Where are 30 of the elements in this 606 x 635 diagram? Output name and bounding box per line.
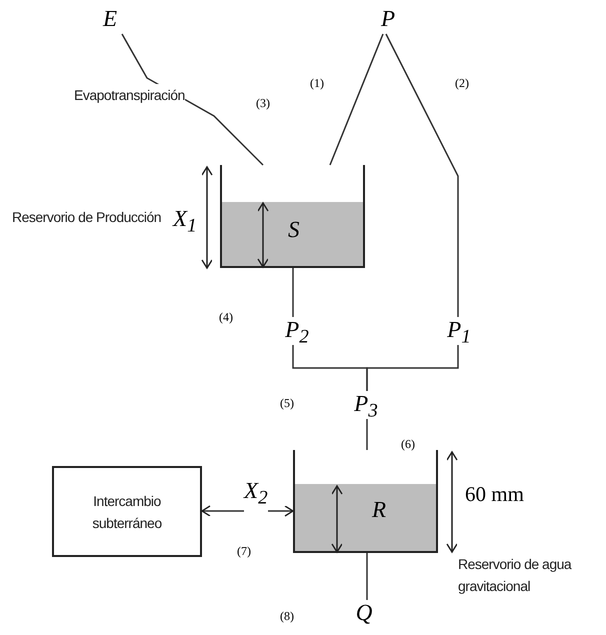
edge-label: Evapotranspiración	[74, 84, 185, 106]
callout-number: (7)	[237, 544, 251, 558]
callout-number: (6)	[401, 437, 415, 451]
reservoir-tank	[293, 450, 438, 553]
variable-symbol: P$_{3}$	[350, 391, 382, 419]
variable-symbol: P	[376, 6, 400, 34]
storage-symbol: S	[288, 217, 300, 243]
connector-line	[292, 268, 294, 317]
callout-number: (4)	[219, 310, 233, 324]
variable-symbol: E	[98, 6, 122, 34]
connector-line	[366, 345, 459, 391]
connector-line	[366, 419, 368, 450]
connector-line	[385, 34, 459, 317]
callout-number: (2)	[455, 76, 469, 90]
storage-symbol: R	[372, 497, 386, 523]
reservoir-caption: Reservorio de agua gravitacional	[458, 555, 573, 596]
callout-number: (3)	[256, 96, 270, 110]
variable-symbol: P$_{2}$	[282, 317, 312, 345]
variable-symbol: Q	[352, 600, 376, 628]
reservoir-tank	[220, 165, 365, 268]
connector-line	[329, 34, 384, 166]
dimension-label: 60 mm	[465, 482, 524, 506]
callout-number: (8)	[280, 609, 294, 623]
callout-number: (1)	[310, 76, 324, 90]
variable-symbol: P$_{1}$	[444, 317, 474, 345]
process-box: Intercambio subterráneo	[52, 466, 202, 557]
callout-number: (5)	[280, 396, 294, 410]
connector-line	[366, 553, 368, 600]
part-name: Reservorio de Producción	[12, 208, 162, 227]
dimension-label: X$_{1}$	[173, 206, 197, 239]
